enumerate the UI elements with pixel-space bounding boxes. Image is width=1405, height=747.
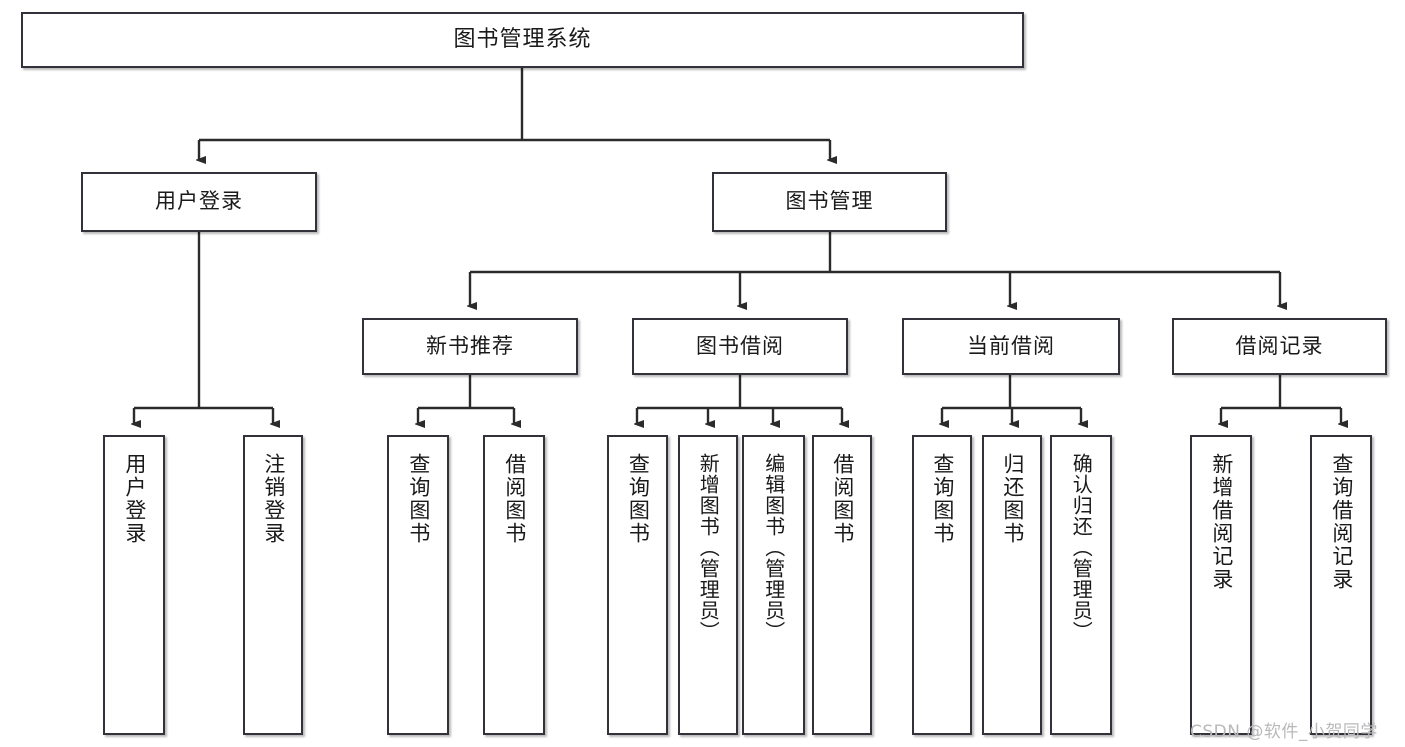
leaf-label: 查询图书 (930, 453, 955, 545)
leaf-label: 查询借阅记录 (1329, 453, 1354, 591)
node-current-borrow[interactable]: 当前借阅 (902, 318, 1120, 375)
leaf-borrow-books[interactable]: 借阅图书 (812, 435, 872, 735)
leaf-query-books-current[interactable]: 查询图书 (912, 435, 972, 735)
node-book-borrow[interactable]: 图书借阅 (632, 318, 848, 375)
leaf-query-books-recommend[interactable]: 查询图书 (387, 435, 449, 735)
leaf-label: 编辑图书（管理员） (761, 453, 786, 642)
leaf-return-books[interactable]: 归还图书 (982, 435, 1042, 735)
leaf-label: 查询图书 (626, 453, 651, 545)
leaf-query-books-borrow[interactable]: 查询图书 (607, 435, 668, 735)
leaf-label: 注销登录 (261, 453, 286, 545)
leaf-query-borrow-record[interactable]: 查询借阅记录 (1310, 435, 1372, 735)
node-root-book-management-system[interactable]: 图书管理系统 (21, 12, 1024, 68)
node-new-book-recommend[interactable]: 新书推荐 (362, 318, 578, 375)
leaf-label: 借阅图书 (502, 453, 527, 545)
leaf-edit-book-admin[interactable]: 编辑图书（管理员） (742, 435, 805, 735)
leaf-add-book-admin[interactable]: 新增图书（管理员） (678, 435, 738, 735)
leaf-label: 新增借阅记录 (1209, 453, 1234, 591)
node-book-management[interactable]: 图书管理 (712, 172, 947, 232)
leaf-confirm-return-admin[interactable]: 确认归还（管理员） (1050, 435, 1112, 735)
leaf-label: 归还图书 (1000, 453, 1025, 545)
node-user-login[interactable]: 用户登录 (81, 172, 317, 232)
leaf-label: 新增图书（管理员） (696, 453, 721, 642)
leaf-logout[interactable]: 注销登录 (243, 435, 303, 735)
csdn-watermark: CSDN @软件_小贺同学 (1190, 722, 1378, 742)
leaf-label: 用户登录 (122, 453, 147, 545)
node-borrow-records[interactable]: 借阅记录 (1172, 318, 1387, 375)
leaf-borrow-books-recommend[interactable]: 借阅图书 (483, 435, 545, 735)
leaf-label: 借阅图书 (830, 453, 855, 545)
leaf-label: 查询图书 (406, 453, 431, 545)
leaf-user-login[interactable]: 用户登录 (103, 435, 165, 735)
leaf-label: 确认归还（管理员） (1069, 453, 1094, 642)
leaf-add-borrow-record[interactable]: 新增借阅记录 (1190, 435, 1252, 735)
